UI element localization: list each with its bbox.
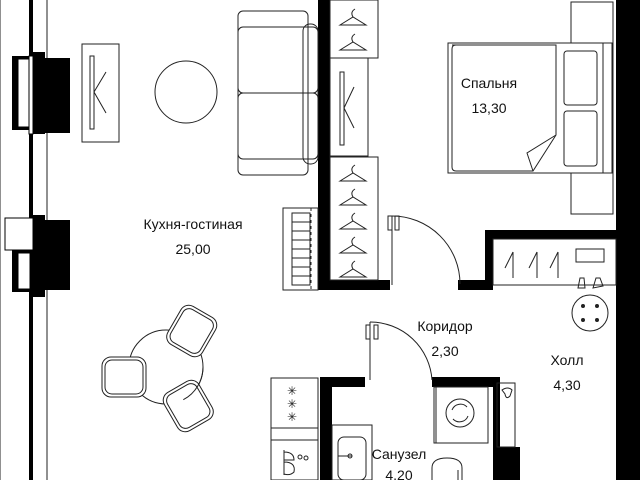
hall-closet [492,238,617,289]
room-name: Коридор [417,318,473,334]
room-area: 25,00 [175,241,211,257]
room-label-hall: Холл 4,30 [551,352,584,394]
room-label-bathroom: Санузел 4,20 [372,446,427,480]
dining-set [101,304,218,433]
room-label-corridor: Коридор 2,30 [417,318,472,360]
svg-text:✳: ✳ [287,410,297,424]
room-name: Санузел [371,446,427,462]
room-label-kitchen-living: Кухня-гостиная 25,00 [143,216,242,258]
svg-text:✳: ✳ [287,384,297,398]
interior-walls [318,0,640,480]
bedroom-door [387,215,461,285]
window-bottom [4,217,34,292]
room-area: 4,30 [553,377,581,393]
radiator [282,207,319,291]
room-name: Холл [550,352,584,368]
room-label-bedroom: Спальня 13,30 [461,75,517,117]
window-top [12,55,34,135]
bathroom-door [365,321,433,381]
toilet [431,457,463,480]
coffee-table [154,60,218,124]
room-area: 2,30 [431,343,459,359]
room-name: Спальня [460,75,518,91]
bed [447,1,614,215]
kitchen-counter: ✳ ✳ ✳ [270,377,319,480]
shelf [496,382,516,448]
round-rug [571,294,609,332]
room-area: 4,20 [385,467,413,480]
svg-text:✳: ✳ [287,397,297,411]
sofa [237,10,319,176]
room-area: 13,30 [471,100,507,116]
washing-machine [433,386,489,444]
bathtub [331,424,373,480]
tv-stand [81,43,120,143]
wardrobe-top [329,0,379,59]
wardrobe-bottom [329,156,379,281]
room-name: Кухня-гостиная [143,216,243,232]
wardrobe-mirror [329,57,369,157]
